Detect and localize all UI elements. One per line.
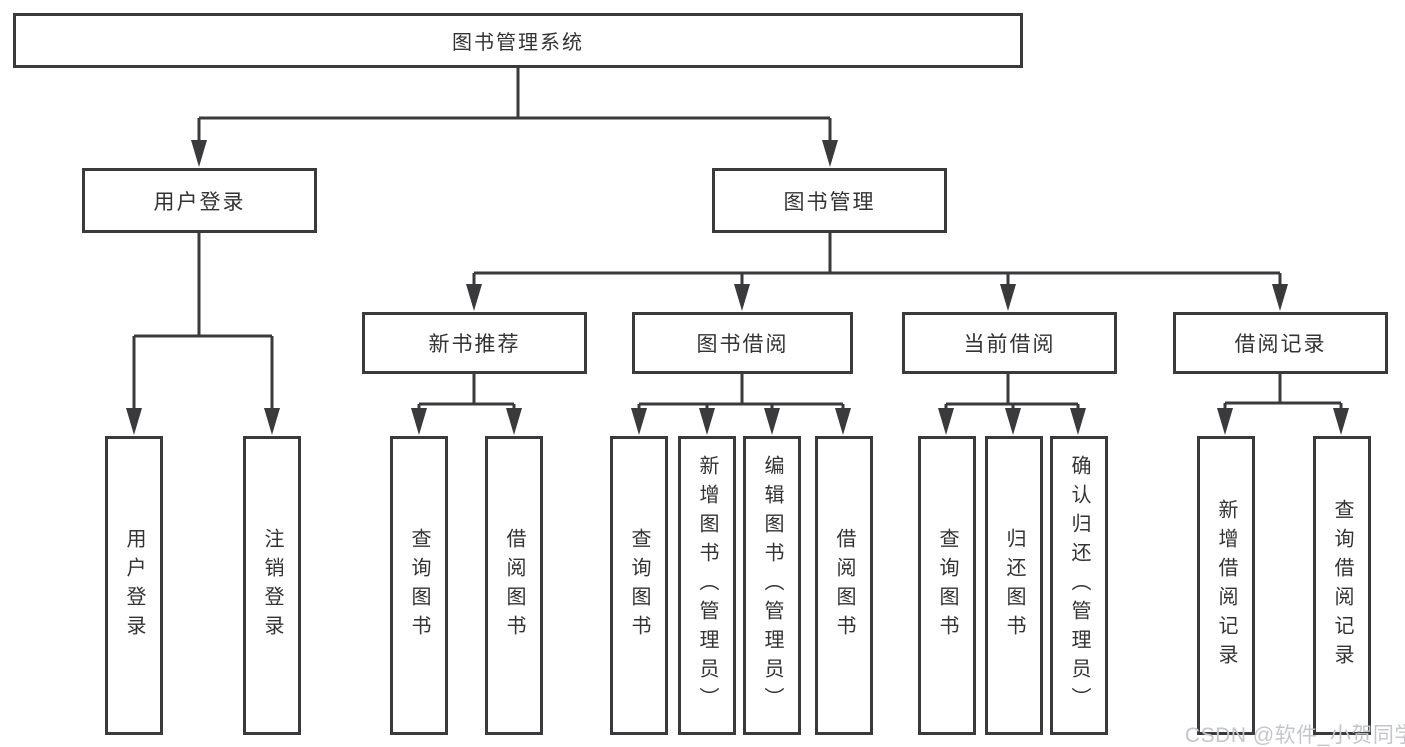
- node-label: 新书推荐: [428, 333, 521, 356]
- csdn-watermark: CSDN @软件_小贺同学: [1185, 724, 1405, 747]
- node-label: 用户登录: [123, 527, 145, 644]
- connector-borrow-records-to-leaves: [1223, 374, 1343, 410]
- node-label: 确认归还（管理员）: [1068, 455, 1090, 716]
- arrowhead: [506, 408, 522, 435]
- arrowhead: [1333, 408, 1349, 435]
- arrowhead: [1000, 284, 1016, 311]
- node-borrow-records: 借阅记录: [1173, 312, 1388, 374]
- node-user-login: 用户登录: [82, 168, 317, 233]
- connector-user-login-to-leaves: [132, 233, 274, 410]
- connector-book-mgmt-to-level3: [472, 233, 1282, 286]
- leaf-logout: 注销登录: [243, 436, 301, 735]
- leaf-query-books-1: 查询图书: [390, 436, 448, 735]
- leaf-borrow-books-2: 借阅图书: [815, 436, 873, 735]
- connector-book-borrow-to-leaves: [637, 374, 845, 410]
- leaf-add-borrow-record: 新增借阅记录: [1197, 436, 1255, 735]
- node-label: 归还图书: [1003, 527, 1025, 644]
- node-root: 图书管理系统: [13, 13, 1023, 68]
- arrowhead: [835, 408, 851, 435]
- arrowhead: [466, 284, 482, 311]
- arrowhead: [822, 140, 838, 167]
- node-label: 当前借阅: [963, 333, 1056, 356]
- leaf-borrow-books-1: 借阅图书: [485, 436, 543, 735]
- arrowhead: [734, 284, 750, 311]
- arrowhead: [699, 408, 715, 435]
- node-label: 查询图书: [628, 527, 650, 644]
- leaf-query-books-3: 查询图书: [918, 436, 976, 735]
- node-label: 查询图书: [408, 527, 430, 644]
- node-label: 注销登录: [261, 527, 283, 644]
- node-label: 图书借阅: [696, 333, 789, 356]
- node-label: 图书管理系统: [452, 32, 584, 54]
- arrowhead: [126, 408, 142, 435]
- leaf-query-books-2: 查询图书: [610, 436, 668, 735]
- node-label: 用户登录: [153, 190, 246, 214]
- arrowhead: [264, 408, 280, 435]
- connector-root-to-level2: [197, 68, 832, 142]
- node-label: 图书管理: [783, 190, 876, 214]
- arrowhead: [764, 408, 780, 435]
- leaf-confirm-return-admin: 确认归还（管理员）: [1050, 436, 1108, 735]
- node-label: 借阅图书: [503, 527, 525, 644]
- leaf-user-login: 用户登录: [105, 436, 163, 735]
- node-new-book-recommend: 新书推荐: [362, 312, 587, 374]
- node-label: 编辑图书（管理员）: [761, 455, 783, 716]
- leaf-query-borrow-record: 查询借阅记录: [1313, 436, 1371, 735]
- node-current-borrow: 当前借阅: [902, 312, 1117, 374]
- arrowhead: [411, 408, 427, 435]
- arrowhead: [938, 408, 954, 435]
- node-label: 新增图书（管理员）: [696, 455, 718, 716]
- arrowhead: [1070, 408, 1086, 435]
- arrowhead: [1272, 284, 1288, 311]
- node-book-management: 图书管理: [712, 168, 947, 233]
- node-label: 新增借阅记录: [1215, 498, 1237, 673]
- leaf-return-books: 归还图书: [985, 436, 1043, 735]
- arrowhead: [631, 408, 647, 435]
- leaf-add-books-admin: 新增图书（管理员）: [678, 436, 736, 735]
- arrowhead: [191, 140, 207, 167]
- node-label: 查询借阅记录: [1331, 498, 1353, 673]
- node-book-borrow: 图书借阅: [632, 312, 853, 374]
- arrowhead: [1005, 408, 1021, 435]
- node-label: 借阅图书: [833, 527, 855, 644]
- arrowhead: [1217, 408, 1233, 435]
- connector-current-borrow-to-leaves: [944, 374, 1080, 410]
- node-label: 借阅记录: [1234, 333, 1327, 356]
- leaf-edit-books-admin: 编辑图书（管理员）: [743, 436, 801, 735]
- connector-new-book-to-leaves: [417, 374, 516, 410]
- node-label: 查询图书: [936, 527, 958, 644]
